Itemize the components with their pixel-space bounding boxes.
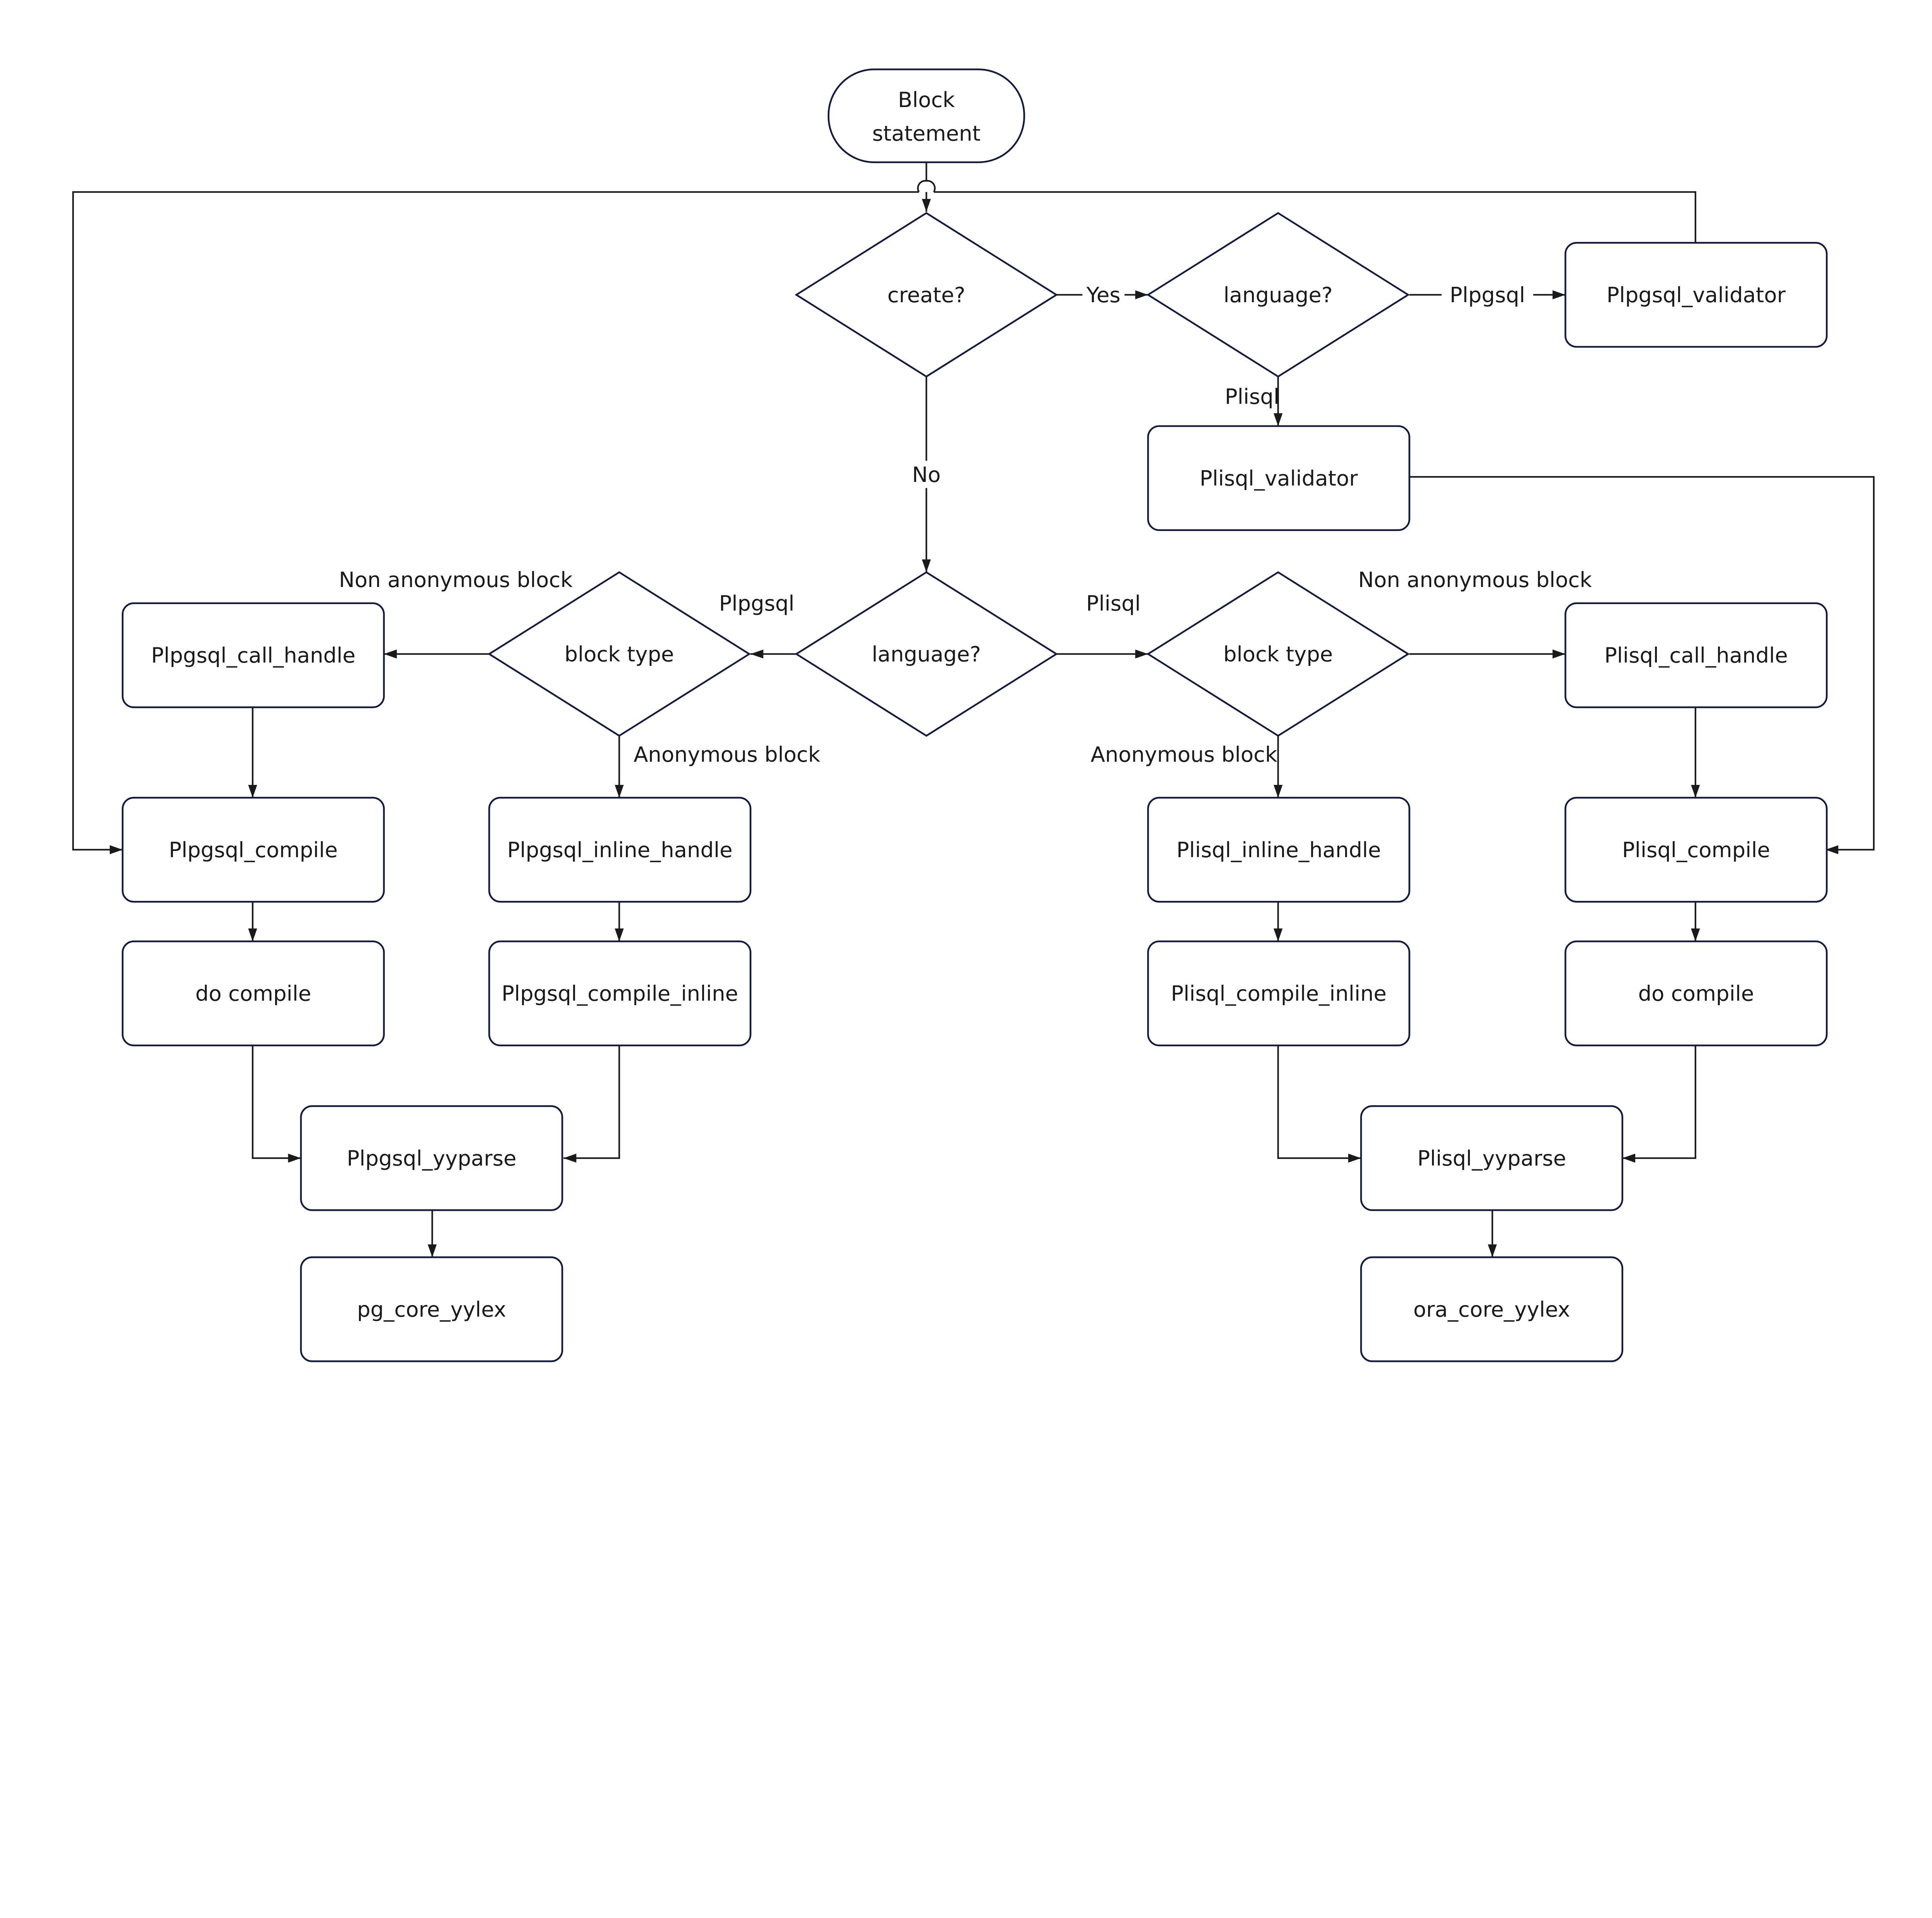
plpgsql-call-handle-label: Plpgsql_call_handle [151,643,355,668]
plisql-call-handle-label: Plisql_call_handle [1604,643,1788,668]
ora-core-yylex-node: ora_core_yylex [1360,1256,1623,1362]
plisql-compile-label: Plisql_compile [1622,837,1770,862]
create-decision-label: create? [888,283,966,307]
edge-label-plisql-top: Plisql [1225,384,1279,409]
block-type-right-node: block type [1146,571,1410,737]
edge-label-background [1082,281,1125,309]
language-decision-exec-diamond [794,571,1058,737]
create-decision-node: create? [794,212,1058,378]
plpgsql-validator-node: Plpgsql_validator [1565,242,1828,348]
nodes-layer: Block statement create? language? Plpgsql_va… [122,68,1828,1362]
plisql-validator-label: Plisql_validator [1200,466,1358,490]
do-compile-left-label: do compile [195,981,311,1006]
edge-do-yyparse-left [252,1045,301,1163]
start-node: Block statement [827,68,1025,163]
edge-label-plpgsql-mid: Plpgsql [719,591,794,616]
language-decision-create-diamond [1146,212,1410,378]
plpgsql-call-handle-box [122,602,385,708]
plpgsql-call-handle-node: Plpgsql_call_handle [122,602,385,708]
language-decision-create-node: language? [1146,212,1410,378]
language-decision-exec-node: language? [794,571,1058,737]
plpgsql-compile-inline-box [488,940,752,1047]
plisql-call-handle-box [1565,602,1828,708]
block-type-left-node: block type [487,571,751,737]
edge-validator-to-plpgsql-compile [72,191,1696,850]
plisql-compile-node: Plisql_compile [1565,796,1828,903]
plpgsql-compile-inline-node: Plpgsql_compile_inline [488,940,752,1047]
edge-label-plisql-mid: Plisql [1086,591,1141,616]
edge-start-create [918,162,935,212]
start-label: statement [872,121,980,146]
plisql-yyparse-node: Plisql_yyparse [1360,1105,1623,1211]
plisql-yyparse-label: Plisql_yyparse [1417,1146,1566,1171]
edge-label-background [911,461,941,488]
block-type-left-diamond [487,571,751,737]
block-type-left-label: block type [565,642,674,667]
plpgsql-compile-node: Plpgsql_compile [122,796,385,903]
ora-core-yylex-label: ora_core_yylex [1413,1297,1570,1322]
plisql-yyparse-box [1360,1105,1623,1211]
plpgsql-inline-handle-label: Plpgsql_inline_handle [507,837,733,862]
language-decision-exec-label: language? [872,642,981,667]
plpgsql-compile-inline-label: Plpgsql_compile_inline [502,981,738,1006]
plpgsql-yyparse-node: Plpgsql_yyparse [300,1105,563,1211]
plisql-compile-inline-node: Plisql_compile_inline [1147,940,1410,1047]
edge-label-yes: Yes [1086,283,1121,307]
plisql-compile-inline-box [1147,940,1410,1047]
plisql-inline-handle-node: Plisql_inline_handle [1147,796,1410,903]
plisql-compile-box [1565,796,1828,903]
plisql-compile-inline-label: Plisql_compile_inline [1171,981,1386,1006]
do-compile-right-node: do compile [1565,940,1828,1047]
plpgsql-yyparse-box [300,1105,563,1211]
start-label: Block [898,87,955,112]
plpgsql-compile-box [122,796,385,903]
plpgsql-validator-box [1565,242,1828,348]
pg-core-yylex-label: pg_core_yylex [357,1297,506,1322]
plisql-inline-handle-box [1147,796,1410,903]
do-compile-left-box [122,940,385,1047]
create-decision-diamond [794,212,1058,378]
plpgsql-validator-label: Plpgsql_validator [1607,283,1786,307]
edge-label-anon-left: Anonymous block [634,742,820,767]
plisql-call-handle-node: Plisql_call_handle [1565,602,1828,708]
pg-core-yylex-node: pg_core_yylex [300,1256,563,1362]
edge-validator-to-plisql-compile [1409,476,1875,854]
pg-core-yylex-box [300,1256,563,1362]
plpgsql-compile-label: Plpgsql_compile [169,837,338,862]
plisql-validator-box [1147,425,1410,531]
edge-inline-yyparse-left [563,1045,620,1163]
plisql-validator-node: Plisql_validator [1147,425,1410,531]
do-compile-right-box [1565,940,1828,1047]
edge-label-anon-right: Anonymous block [1091,742,1277,767]
language-decision-create-label: language? [1223,283,1333,307]
do-compile-right-label: do compile [1638,981,1754,1006]
edge-inline-yyparse-right [1277,1045,1361,1163]
plpgsql-yyparse-label: Plpgsql_yyparse [347,1146,516,1171]
edge-label-plpgsql-top: Plpgsql [1450,283,1525,307]
block-type-right-label: block type [1223,642,1333,667]
plpgsql-inline-handle-box [488,796,752,903]
block-type-right-diamond [1146,571,1410,737]
plisql-inline-handle-label: Plisql_inline_handle [1177,837,1381,862]
edge-do-yyparse-right [1622,1045,1696,1163]
edge-label-background [1441,281,1533,309]
terminator-shape [827,68,1025,163]
plpgsql-inline-handle-node: Plpgsql_inline_handle [488,796,752,903]
do-compile-left-node: do compile [122,940,385,1047]
edge-label-non-anon-right: Non anonymous block [1358,567,1592,592]
edge-label-no: No [912,462,940,487]
edge-label-non-anon-left: Non anonymous block [339,567,573,592]
edges-layer [72,162,1875,1258]
flowchart: Block statement create? language? Plpgsql_va… [72,68,1875,1362]
ora-core-yylex-box [1360,1256,1623,1362]
